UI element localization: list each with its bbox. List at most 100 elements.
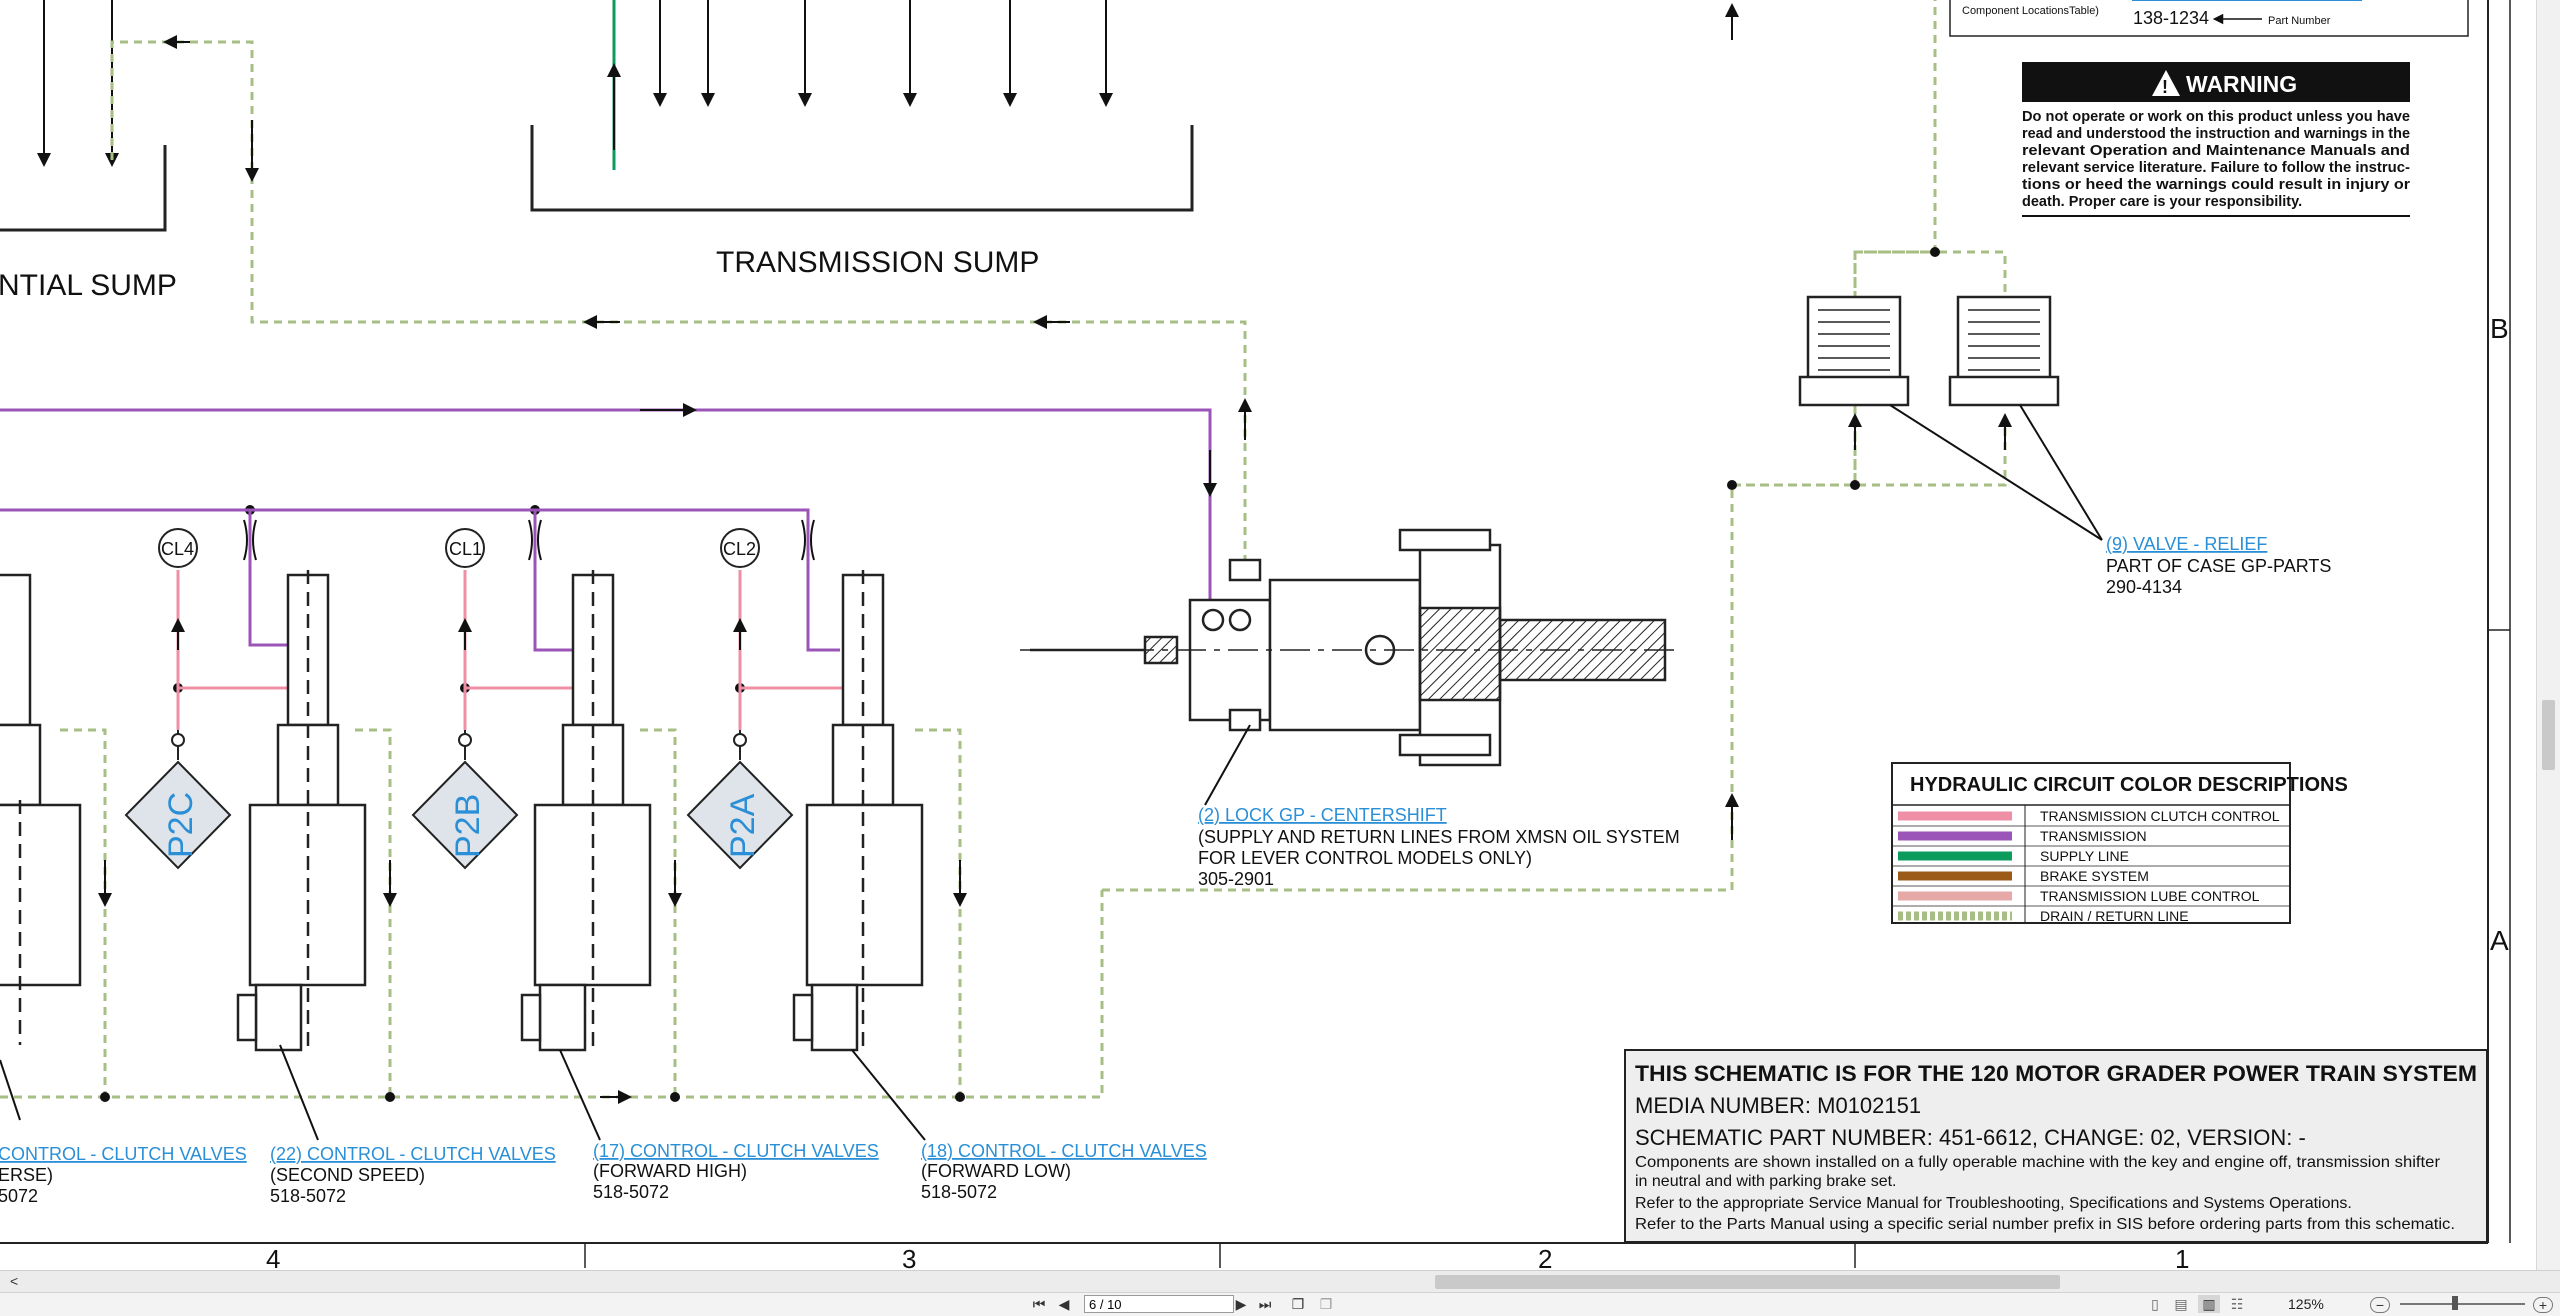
drain-arrows	[98, 3, 2012, 1104]
title-block-note: Refer to the appropriate Service Manual …	[1635, 1195, 2352, 1212]
last-page-button[interactable]: ⏭	[1258, 1296, 1272, 1312]
clutch-control-arrows	[171, 618, 747, 650]
clutch-valve-sub: (SECOND SPEED)	[270, 1165, 425, 1185]
centershift-part: 305-2901	[1198, 869, 1274, 889]
differential-sump-tank	[0, 145, 167, 232]
legend-label: TRANSMISSION	[2040, 828, 2147, 844]
vertical-scrollbar[interactable]	[2536, 0, 2560, 1270]
clutch-cl2-label: CL2	[723, 539, 756, 559]
prev-page-button[interactable]: ◀	[1058, 1296, 1070, 1312]
media-number: MEDIA NUMBER: M0102151	[1635, 1093, 1921, 1118]
grid-label-2: 2	[1538, 1244, 1552, 1270]
warning-title: WARNING	[2186, 71, 2297, 97]
warning-exclaim: !	[2162, 77, 2168, 97]
vertical-scroll-thumb[interactable]	[2542, 700, 2555, 770]
pressure-tap-p2a-label: P2A	[724, 793, 762, 858]
clutch-valve-part: 518-5072	[270, 1186, 346, 1206]
relief-valve-right	[1948, 295, 2060, 407]
clutch-valve-part: 5072	[0, 1186, 38, 1206]
legend-label: TRANSMISSION CLUTCH CONTROL	[2040, 808, 2280, 824]
clutch-cl4: CL4	[158, 528, 198, 568]
copy-page-icon[interactable]: ❐	[1291, 1296, 1305, 1312]
clutch-valve-part: 518-5072	[921, 1182, 997, 1202]
clutch-valve-forward-low	[792, 570, 924, 1052]
warning-text-line: Do not operate or work on this product u…	[2022, 109, 2410, 125]
two-page-view-icon[interactable]: ▥	[2198, 1295, 2220, 1313]
clutch-cl4-label: CL4	[161, 539, 194, 559]
schematic-part-number: SCHEMATIC PART NUMBER: 451-6612, CHANGE:…	[1635, 1125, 2306, 1150]
zoom-level: 125%	[2288, 1296, 2324, 1312]
grid-label-3: 3	[902, 1244, 916, 1270]
centershift-desc-2: FOR LEVER CONTROL MODELS ONLY)	[1198, 848, 1532, 868]
pressure-tap-p2b: P2B	[411, 730, 519, 870]
part-number-callout-box	[1949, 0, 2469, 37]
continuous-view-icon[interactable]: ▤	[2174, 1296, 2188, 1312]
relief-valve-desc: PART OF CASE GP-PARTS	[2106, 556, 2331, 576]
hydraulic-color-legend: HYDRAULIC CIRCUIT COLOR DESCRIPTIONS TRA…	[1891, 762, 2348, 924]
warning-text-line: relevant service literature. Failure to …	[2022, 160, 2410, 176]
centershift-lock-assembly	[1020, 528, 1680, 767]
part-number-caption: Part Number	[2268, 15, 2331, 27]
horizontal-scroll-thumb[interactable]	[1435, 1275, 2060, 1289]
pressure-tap-p2c-label: P2C	[162, 792, 200, 858]
centershift-link[interactable]: (2) LOCK GP - CENTERSHIFT	[1198, 805, 1447, 825]
grid-label-b: B	[2490, 313, 2509, 344]
scroll-left-button[interactable]: <	[10, 1273, 19, 1289]
grid-label-1: 1	[2175, 1244, 2189, 1270]
clutch-cl1-label: CL1	[449, 539, 482, 559]
valve-leader-lines	[0, 1044, 926, 1141]
relief-valve-left	[1798, 295, 1910, 407]
zoom-out-button[interactable]: −	[2370, 1297, 2390, 1313]
title-block: THIS SCHEMATIC IS FOR THE 120 MOTOR GRAD…	[1624, 1049, 2488, 1243]
legend-label: TRANSMISSION LUBE CONTROL	[2040, 888, 2260, 904]
clutch-valve-link[interactable]: CONTROL - CLUTCH VALVES	[0, 1144, 247, 1164]
transmission-lines	[0, 408, 1212, 652]
transmission-sump-label: TRANSMISSION SUMP	[716, 246, 1039, 279]
junction-dots	[100, 247, 1940, 1102]
zoom-slider-knob[interactable]	[2452, 1296, 2458, 1310]
title-block-note: in neutral and with parking brake set.	[1635, 1173, 1896, 1190]
clutch-valve-reverse	[0, 573, 82, 1045]
warning-text-line: tions or heed the warnings could result …	[2022, 177, 2410, 193]
sump-drain-lines	[37, 0, 1113, 167]
warning-text-line: relevant Operation and Maintenance Manua…	[2022, 143, 2410, 159]
centershift-desc-1: (SUPPLY AND RETURN LINES FROM XMSN OIL S…	[1198, 827, 1680, 847]
relief-valve-link[interactable]: (9) VALVE - RELIEF	[2106, 534, 2267, 554]
legend-label: BRAKE SYSTEM	[2040, 868, 2149, 884]
clutch-valve-second-speed	[236, 570, 367, 1052]
relief-valve-leaders	[1889, 404, 2103, 541]
transmission-sump-tank	[530, 125, 1194, 212]
clutch-valve-link[interactable]: (22) CONTROL - CLUTCH VALVES	[270, 1144, 556, 1164]
clutch-valve-link[interactable]: (17) CONTROL - CLUTCH VALVES	[593, 1141, 879, 1161]
clutch-valve-part: 518-5072	[593, 1182, 669, 1202]
clutch-cl1: CL1	[445, 528, 485, 568]
pressure-tap-p2a: P2A	[686, 730, 794, 870]
first-page-button[interactable]: ⏮	[1032, 1296, 1046, 1312]
viewer-status-bar: ⏮ ◀ ▶ ⏭ ❐ ❐ ▯ ▤ ▥ ☷ 125% − +	[0, 1292, 2560, 1316]
clutch-valve-sub: (FORWARD LOW)	[921, 1161, 1071, 1181]
pressure-tap-p2b-label: P2B	[449, 794, 487, 858]
warning-triangle-icon	[2152, 70, 2180, 96]
paste-page-icon[interactable]: ❐	[1319, 1296, 1333, 1312]
zoom-in-button[interactable]: +	[2533, 1297, 2553, 1313]
clutch-valve-sub: ERSE)	[0, 1165, 53, 1185]
relief-valve-part: 290-4134	[2106, 577, 2182, 597]
legend-label: DRAIN / RETURN LINE	[2040, 908, 2189, 924]
differential-sump-label: NTIAL SUMP	[0, 269, 177, 302]
grid-label-4: 4	[266, 1244, 280, 1270]
clutch-valve-forward-high	[520, 570, 652, 1052]
legend-title: HYDRAULIC CIRCUIT COLOR DESCRIPTIONS	[1910, 774, 2348, 796]
title-block-note: Components are shown installed on a full…	[1635, 1154, 2441, 1171]
zoom-slider[interactable]	[2400, 1303, 2525, 1305]
next-page-button[interactable]: ▶	[1235, 1296, 1247, 1312]
facing-view-icon[interactable]: ☷	[2230, 1296, 2244, 1312]
single-page-view-icon[interactable]: ▯	[2151, 1296, 2159, 1312]
orifice-symbols	[243, 519, 815, 561]
clutch-valve-link[interactable]: (18) CONTROL - CLUTCH VALVES	[921, 1141, 1207, 1161]
page-number-input[interactable]	[1084, 1295, 1234, 1313]
grid-label-a: A	[2490, 925, 2509, 956]
centershift-leader	[1204, 724, 1251, 806]
warning-text-line: death. Proper care is your responsibilit…	[2022, 194, 2302, 210]
horizontal-scrollbar[interactable]: <	[0, 1270, 2560, 1293]
